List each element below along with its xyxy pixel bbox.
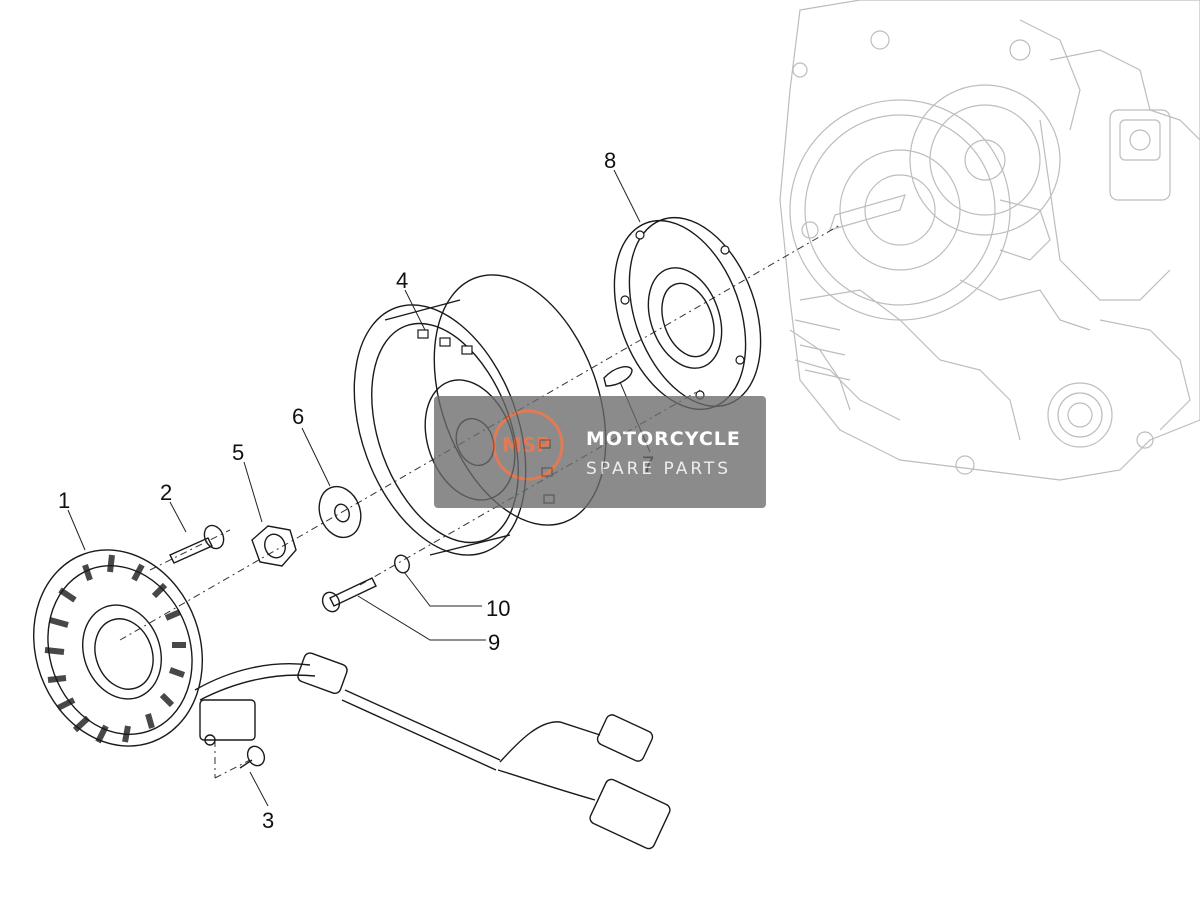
freewheel-screw xyxy=(321,577,377,613)
callout-2: 2 xyxy=(160,480,172,505)
callout-9: 9 xyxy=(488,630,500,655)
callout-3: 3 xyxy=(262,808,274,833)
stator-coil xyxy=(32,549,204,747)
starter-freewheel xyxy=(613,216,762,411)
watermark-line2: SPARE PARTS xyxy=(586,459,731,479)
callout-10: 10 xyxy=(486,596,510,621)
callout-8: 8 xyxy=(604,148,616,173)
flywheel-nut xyxy=(251,525,297,567)
flywheel-washer xyxy=(318,485,362,539)
watermark-logo: MSP xyxy=(492,409,564,481)
callout-1: 1 xyxy=(58,488,70,513)
watermark-background xyxy=(434,396,766,508)
engine-crankcase-illustration xyxy=(779,0,1200,481)
spring-washer xyxy=(394,554,410,574)
callout-5: 5 xyxy=(232,440,244,465)
stator-wiring-harness xyxy=(194,652,671,850)
callout-6: 6 xyxy=(292,404,304,429)
watermark-line1: MOTORCYCLE xyxy=(586,428,741,450)
harness-clamp-screw xyxy=(239,745,266,769)
svg-text:MSP: MSP xyxy=(502,433,551,457)
stator-screw xyxy=(169,524,225,564)
callout-4: 4 xyxy=(396,268,408,293)
watermark: MSP MOTORCYCLE SPARE PARTS xyxy=(434,396,766,508)
woodruff-key xyxy=(603,366,633,387)
